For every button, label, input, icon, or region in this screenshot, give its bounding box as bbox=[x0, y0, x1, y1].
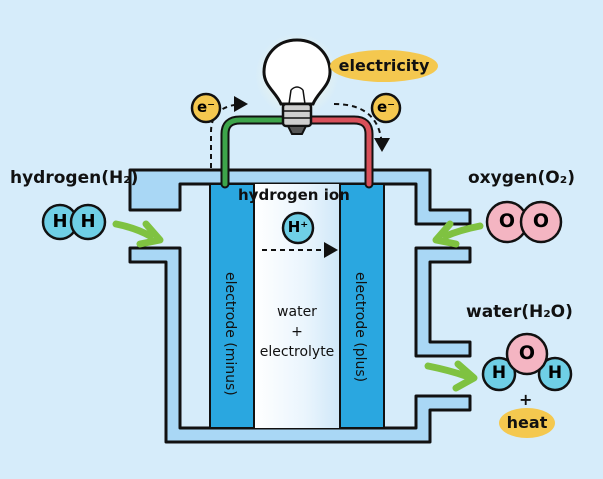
water-hydrogen-right-letter: H bbox=[547, 363, 563, 383]
electron-left bbox=[190, 92, 222, 124]
electron-left-letter: e⁻ bbox=[196, 98, 216, 116]
light-bulb-icon bbox=[255, 33, 339, 135]
water-hydrogen-left bbox=[481, 356, 517, 392]
heat-label: heat bbox=[506, 413, 548, 432]
water-hydrogen-right bbox=[537, 356, 573, 392]
electricity-bubble bbox=[330, 50, 438, 82]
input-arrow-hydrogen bbox=[112, 220, 164, 248]
oxygen-atom-2-letter: O bbox=[532, 210, 550, 232]
hydrogen-ion-label: hydrogen ion bbox=[238, 186, 350, 204]
input-arrow-oxygen bbox=[432, 220, 484, 248]
water-oxygen bbox=[505, 332, 549, 376]
output-arrow-water bbox=[424, 360, 478, 392]
oxygen-label: oxygen(O₂) bbox=[468, 168, 575, 188]
heat-bubble bbox=[499, 408, 555, 438]
water-oxygen-letter: O bbox=[518, 342, 536, 364]
electrolyte-line-2: + bbox=[291, 324, 303, 340]
hydrogen-atom-2-letter: H bbox=[80, 211, 96, 232]
electrolyte-line-3: electrolyte bbox=[259, 344, 335, 360]
plus-sign: + bbox=[519, 390, 533, 409]
water-hydrogen-left-letter: H bbox=[491, 363, 507, 383]
water-label: water(H₂O) bbox=[466, 302, 573, 322]
hydrogen-atom-1-letter: H bbox=[52, 211, 68, 232]
oxygen-atom-2 bbox=[519, 200, 563, 244]
electricity-label: electricity bbox=[338, 56, 430, 75]
electrode-plus-label: electrode (plus) bbox=[352, 272, 368, 383]
electrode-minus bbox=[209, 183, 255, 429]
hydrogen-atom-2 bbox=[69, 203, 107, 241]
electron-right bbox=[370, 92, 402, 124]
hydrogen-ion bbox=[281, 211, 315, 245]
oxygen-atom-1-letter: O bbox=[498, 210, 516, 232]
electron-arrow-right bbox=[333, 103, 390, 152]
electrode-plus bbox=[339, 183, 385, 429]
hydrogen-label: hydrogen(H₂) bbox=[10, 168, 139, 188]
electrode-minus-label: electrode (minus) bbox=[222, 272, 238, 396]
hydrogen-ion-letter: H⁺ bbox=[287, 218, 309, 236]
electrolyte-label: water + electrolyte bbox=[254, 302, 340, 362]
electron-right-letter: e⁻ bbox=[376, 98, 396, 116]
electrolyte-line-1: water bbox=[277, 304, 317, 320]
